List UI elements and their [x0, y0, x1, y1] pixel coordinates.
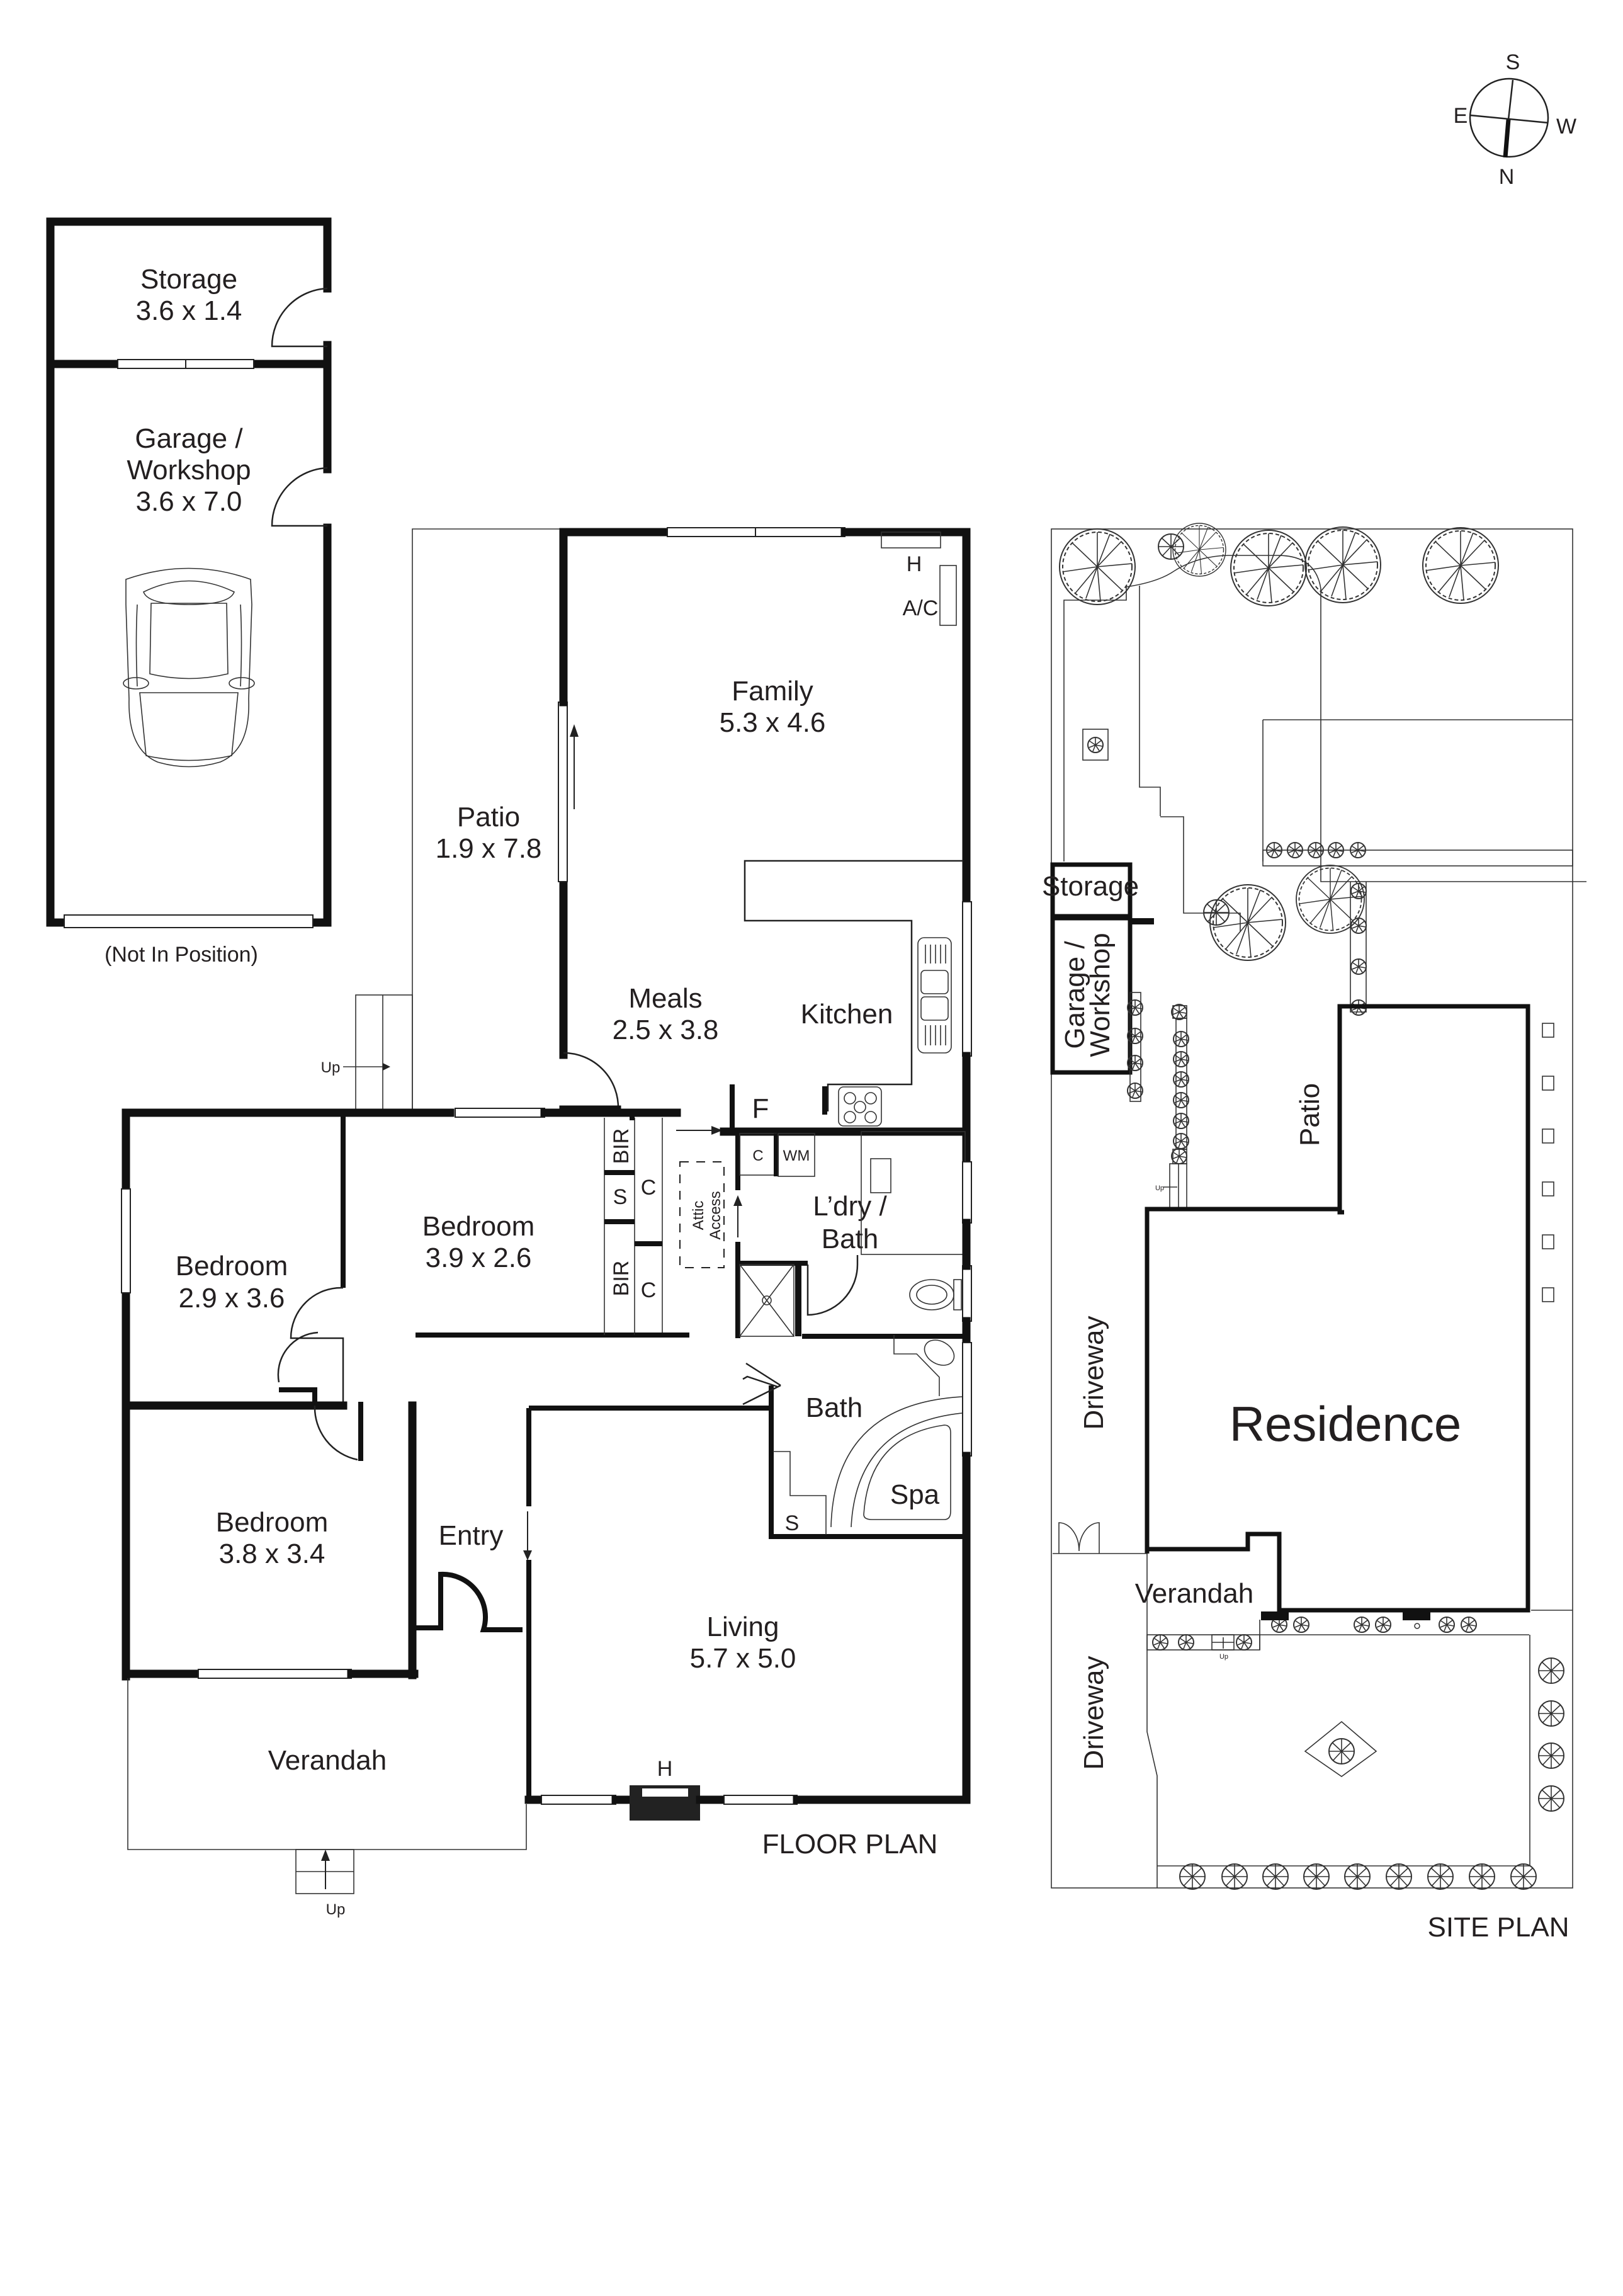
bedroom-3-size: 3.8 x 3.4: [219, 1538, 325, 1569]
residence-label: Residence: [1230, 1396, 1462, 1452]
storage-label: Storage: [140, 264, 237, 295]
kitchen-label: Kitchen: [801, 999, 893, 1030]
garage-size: 3.6 x 7.0: [136, 486, 242, 517]
site-garage-label-1: Garage /: [1060, 941, 1090, 1049]
family-heater-label: H: [907, 552, 922, 576]
shelves-label: S: [613, 1185, 628, 1209]
family-size: 5.3 x 4.6: [720, 707, 826, 738]
garage-label-2: Workshop: [127, 455, 251, 486]
meals-size: 2.5 x 3.8: [613, 1014, 719, 1045]
attic-label-1: Attic: [690, 1201, 707, 1230]
attic-access-hatch: [679, 1161, 725, 1268]
patio-steps-up-label: Up: [321, 1059, 341, 1076]
site-patio-steps-up-label: Up: [1155, 1185, 1164, 1192]
cupboard-top-label: C: [641, 1176, 657, 1200]
patio-size: 1.9 x 7.8: [436, 833, 542, 864]
compass-w: W: [1556, 115, 1576, 139]
meals-label: Meals: [628, 983, 702, 1014]
garage-note: (Not In Position): [105, 943, 258, 967]
cupboard-bottom-label: C: [641, 1278, 657, 1302]
site-driveway-label-lower: Driveway: [1078, 1656, 1109, 1770]
main-house: Up H A/C: [121, 527, 972, 1918]
family-label: Family: [732, 676, 813, 707]
bath-label: Bath: [806, 1392, 863, 1423]
bedroom-1-label: Bedroom: [176, 1251, 288, 1282]
laundry-cupboard-label: C: [752, 1147, 763, 1164]
site-verandah-label: Verandah: [1135, 1578, 1253, 1609]
ac-label: A/C: [903, 596, 939, 620]
site-plan: Storage Garage / Workshop Up Patio Resid…: [1042, 523, 1586, 1943]
site-verandah-steps-up-label: Up: [1219, 1653, 1228, 1661]
washing-machine-label: WM: [783, 1147, 810, 1164]
cooktop-icon: [838, 1086, 882, 1127]
verandah-steps-up-label: Up: [326, 1901, 346, 1918]
laundry-label-2: Bath: [822, 1224, 879, 1254]
car-icon: [123, 567, 255, 768]
bir-bottom-label: BIR: [609, 1261, 633, 1297]
compass-n: N: [1499, 165, 1515, 189]
living-label: Living: [707, 1611, 779, 1642]
bir-top-label: BIR: [609, 1128, 633, 1164]
patio-label: Patio: [457, 802, 520, 833]
garage-building: Storage 3.6 x 1.4 Garage / Workshop 3.6 …: [46, 217, 332, 967]
fridge-label: F: [752, 1093, 769, 1124]
garage-door: [64, 914, 314, 928]
storage-size: 3.6 x 1.4: [136, 295, 242, 326]
entry-label: Entry: [439, 1520, 504, 1551]
compass-s: S: [1506, 50, 1520, 74]
garage-label-1: Garage /: [135, 423, 243, 454]
compass-icon: S E W N: [1454, 50, 1576, 189]
spa-label: Spa: [890, 1479, 940, 1510]
bedroom-2-label: Bedroom: [422, 1211, 535, 1242]
bath-shelves-label: S: [785, 1511, 800, 1535]
site-driveway-label-upper: Driveway: [1078, 1316, 1109, 1430]
kitchen-sink-icon: [917, 937, 952, 1054]
bedroom-1-size: 2.9 x 3.6: [179, 1283, 285, 1314]
laundry-label-1: L’dry /: [813, 1191, 887, 1222]
site-storage-label: Storage: [1042, 871, 1139, 902]
bedroom-2-size: 3.9 x 2.6: [426, 1242, 532, 1273]
living-size: 5.7 x 5.0: [690, 1643, 796, 1674]
floor-plan-title: FLOOR PLAN: [762, 1829, 938, 1860]
site-garage-label-2: Workshop: [1085, 933, 1116, 1057]
verandah-label: Verandah: [268, 1745, 387, 1776]
living-heater-label: H: [657, 1757, 673, 1781]
bedroom-3-label: Bedroom: [216, 1507, 329, 1538]
compass-e: E: [1454, 104, 1468, 128]
attic-label-2: Access: [707, 1191, 724, 1239]
site-patio-label: Patio: [1294, 1083, 1325, 1146]
site-plan-title: SITE PLAN: [1428, 1912, 1569, 1943]
